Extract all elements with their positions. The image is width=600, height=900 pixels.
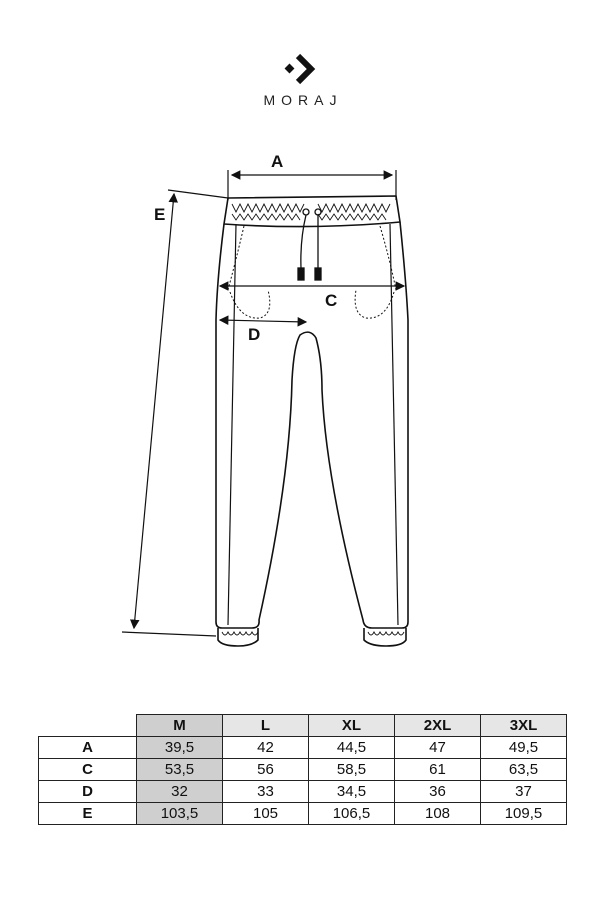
size-header-xl: XL	[308, 714, 395, 737]
dimension-d	[218, 315, 308, 327]
table-cell: 49,5	[480, 736, 567, 759]
table-row: D 32 33 34,5 36 37	[38, 780, 567, 803]
dimension-e-label: E	[154, 205, 165, 224]
cuff-ribbing	[221, 630, 405, 636]
size-header-m: M	[136, 714, 223, 737]
drawstrings	[297, 208, 322, 281]
waistband-texture	[231, 202, 391, 221]
size-chart-table: M L XL 2XL 3XL A 39,5 42 44,5 47 49,5 C …	[38, 714, 567, 825]
dimension-e	[121, 189, 229, 637]
dimension-a-label: A	[271, 152, 283, 171]
table-cell: 32	[136, 780, 223, 803]
header-corner	[39, 715, 137, 737]
table-cell: 34,5	[308, 780, 395, 803]
dimension-d-label: D	[248, 325, 260, 344]
row-label: C	[38, 758, 137, 781]
table-cell: 36	[394, 780, 481, 803]
brand-logo-icon	[284, 53, 316, 85]
table-cell: 47	[394, 736, 481, 759]
pants-outline	[215, 195, 409, 647]
size-header-row: M L XL 2XL 3XL	[39, 714, 567, 737]
table-cell: 42	[222, 736, 309, 759]
row-label: D	[38, 780, 137, 803]
table-cell: 63,5	[480, 758, 567, 781]
row-label: A	[38, 736, 137, 759]
table-cell: 108	[394, 802, 481, 825]
table-row: C 53,5 56 58,5 61 63,5	[38, 758, 567, 781]
row-label: E	[38, 802, 137, 825]
table-cell: 103,5	[136, 802, 223, 825]
table-cell: 39,5	[136, 736, 223, 759]
table-cell: 56	[222, 758, 309, 781]
size-header-3xl: 3XL	[480, 714, 567, 737]
table-cell: 58,5	[308, 758, 395, 781]
table-cell: 37	[480, 780, 567, 803]
table-cell: 106,5	[308, 802, 395, 825]
table-row: A 39,5 42 44,5 47 49,5	[38, 736, 567, 759]
table-cell: 105	[222, 802, 309, 825]
table-cell: 44,5	[308, 736, 395, 759]
dimension-c-label: C	[325, 291, 337, 310]
pocket-lines	[227, 225, 397, 319]
table-cell: 61	[394, 758, 481, 781]
size-header-l: L	[222, 714, 309, 737]
size-header-2xl: 2XL	[394, 714, 481, 737]
table-cell: 33	[222, 780, 309, 803]
dimension-a	[227, 170, 397, 200]
brand-name: MORAJ	[263, 92, 343, 108]
table-row: E 103,5 105 106,5 108 109,5	[38, 802, 567, 825]
table-cell: 109,5	[480, 802, 567, 825]
table-cell: 53,5	[136, 758, 223, 781]
pants-measurement-diagram: A C D E	[121, 152, 409, 647]
